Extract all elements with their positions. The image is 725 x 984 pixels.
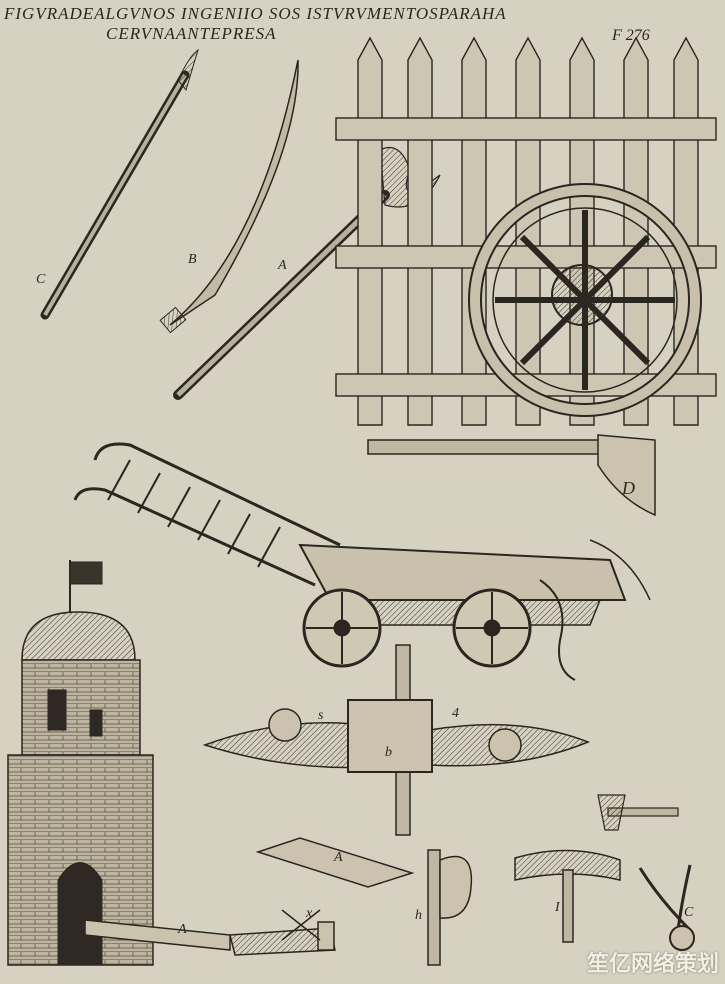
- label-h-axe: h: [415, 908, 422, 923]
- label-d-axe: D: [622, 478, 635, 498]
- watermark-text: 笙亿网络策划: [586, 952, 719, 977]
- label-c-pole: C: [36, 272, 46, 287]
- label-b-block: b: [385, 745, 392, 760]
- label-i-hammer: I: [555, 900, 560, 915]
- label-a-lever: A: [178, 922, 187, 937]
- spoked-wheel: [468, 183, 702, 417]
- title-line-2: CERVNAANTEPRESA: [106, 24, 277, 43]
- label-a-hook: A: [278, 258, 287, 273]
- lever-a: [84, 909, 336, 956]
- bar-a: [255, 837, 415, 888]
- palisade-fence: [335, 36, 717, 426]
- pincers-c: [638, 864, 695, 951]
- label-b-saw: B: [188, 252, 197, 267]
- plate-title: FIGVRADEALGVNOS INGENIIO SOS ISTVRVMENTO…: [4, 4, 704, 44]
- ladder-wagon: [73, 442, 651, 681]
- screw-jack: [202, 644, 591, 836]
- small-hook-tool: [597, 794, 679, 831]
- axe-d: [367, 434, 656, 517]
- label-4-screw: 4: [452, 706, 459, 721]
- label-c-pincers: C: [684, 905, 694, 920]
- label-s-screw: s: [318, 708, 324, 723]
- label-a-bar: A: [334, 850, 343, 865]
- axe-h: [427, 849, 473, 966]
- folio-number: F 276: [612, 27, 650, 44]
- saw-blade-b: [159, 59, 299, 334]
- hook-pole-a: [173, 146, 441, 400]
- label-x-cross: x: [306, 906, 313, 921]
- title-line-1: FIGVRADEALGVNOS INGENIIO SOS ISTVRVMENTO…: [4, 4, 507, 23]
- tower: [7, 560, 154, 966]
- hammer-i: [514, 849, 621, 943]
- pole-c: [40, 48, 199, 320]
